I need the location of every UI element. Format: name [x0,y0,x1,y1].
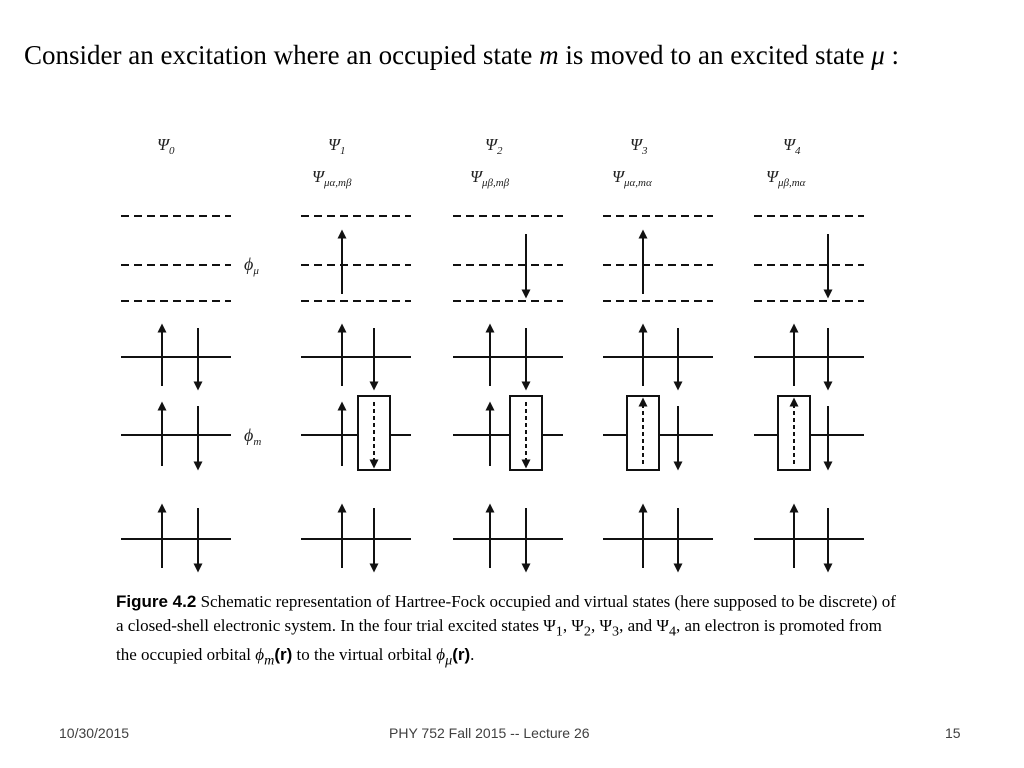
phi-m-label: ϕm [244,425,261,448]
caption-text-3: , Ψ [590,615,613,635]
footer-date: 10/30/2015 [59,725,130,741]
column-headers: Ψ0 Ψ1 Ψμα,mβ Ψ2 Ψμβ,mβ Ψ3 Ψμα,mα Ψ4 Ψμβ,… [157,135,806,189]
occupied-levels [121,356,864,540]
caption-phi-mu-expr: ϕμ(r). [436,645,475,668]
caption-r-2: (r) [452,645,471,665]
title-mu-symbol: μ [871,40,885,70]
caption-phi-mu-sub: μ [445,652,453,669]
psi-3-spin-label: Ψμα,mα [612,167,652,189]
caption-phi-m: ϕ [255,645,265,665]
caption-r-1: (r) [274,645,293,665]
caption-text-5: , an electron is promoted from the occup… [116,615,882,665]
title-text-2: is moved to an excited state [558,40,872,70]
psi-4-spin-label: Ψμβ,mα [766,167,806,189]
caption-sub-1: 1 [555,622,563,639]
caption-phi-mu: ϕ [436,645,446,665]
caption-text-1: Schematic representation of Hartree-Fock… [116,592,896,635]
caption-sub-4: 4 [668,622,677,639]
virtual-levels [121,215,864,302]
caption-phi-m-expr: ϕm(r) [255,645,293,668]
caption-label: Figure 4.2 [116,592,197,611]
removed-electron-arrows [369,397,799,469]
slide-title: Consider an excitation where an occupied… [24,40,1014,71]
footer-course: PHY 752 Fall 2015 -- Lecture 26 [389,725,590,741]
title-text-3: : [884,40,900,70]
title-text-1: Consider an excitation where an occupied… [24,40,540,70]
caption-text-4: , and Ψ [619,615,669,635]
psi-2-label: Ψ2 [485,135,503,157]
psi-0-label: Ψ0 [157,135,175,157]
title-m-symbol: m [539,40,559,70]
psi-3-label: Ψ3 [630,135,648,157]
caption-text-6: to the virtual orbital [292,645,437,665]
caption-sub-2: 2 [583,622,591,639]
caption-end: . [470,645,475,665]
psi-4-label: Ψ4 [783,135,801,157]
electron-arrows [157,229,833,573]
footer-page-number: 15 [945,725,961,741]
psi-2-spin-label: Ψμβ,mβ [470,167,510,189]
psi-1-spin-label: Ψμα,mβ [312,167,352,189]
figure-caption: Figure 4.2 Schematic representation of H… [116,590,896,673]
psi-1-label: Ψ1 [328,135,345,157]
caption-text-2: , Ψ [562,615,584,635]
removed-electron-boxes [357,395,811,471]
caption-phi-m-sub: m [264,652,275,669]
caption-sub-3: 3 [612,622,620,639]
phi-mu-label: ϕμ [244,254,259,277]
